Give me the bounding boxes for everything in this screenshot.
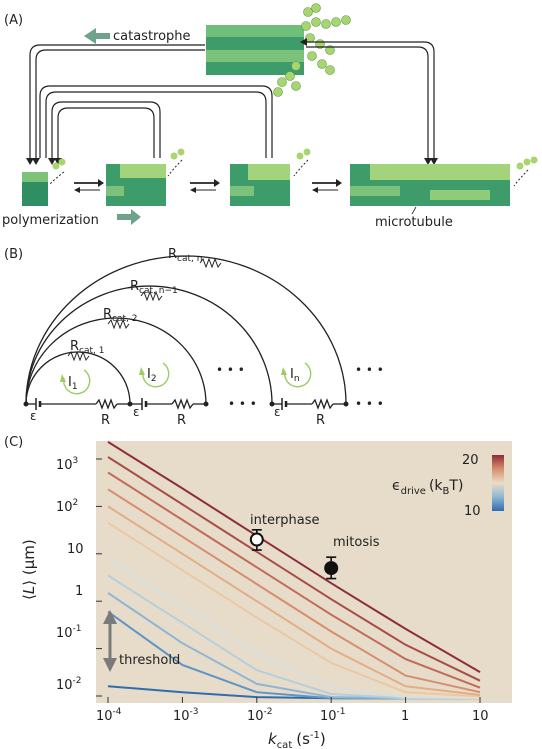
resistor-label-1: Rcat, 1 (70, 339, 105, 356)
ellipsis-upper-2: • • • (355, 363, 384, 377)
panel-c-label: (C) (4, 435, 23, 450)
plot-background (96, 441, 512, 703)
catastrophe-arrow-icon (84, 28, 110, 44)
equilibrium-arrows (74, 179, 342, 193)
microtubule-label: microtubule (375, 215, 453, 230)
current-loop-icons (63, 362, 312, 395)
ellipsis-lower-1: • • • (228, 397, 257, 411)
series-line-9 (107, 488, 481, 694)
tubulin-addition-arrows (49, 159, 529, 187)
xtick-label: 10-3 (173, 707, 199, 724)
microtubule-stage-2 (106, 148, 185, 206)
colorbar (492, 455, 504, 511)
series-line-6 (107, 539, 481, 699)
current-label-n: In (290, 367, 300, 384)
emf-label-n: ε (274, 405, 281, 419)
series-resistor-label-1: R (101, 413, 110, 428)
panel-a-label: (A) (4, 13, 23, 28)
ytick-label: 10-1 (56, 624, 82, 641)
x-axis-label: kcat(s-1) (268, 730, 326, 749)
ytick-label: 102 (56, 498, 78, 515)
polymerization-label: polymerization (2, 213, 99, 228)
series-line-5 (107, 557, 481, 700)
circuit-arcs (25, 255, 347, 405)
microtubule-stage-3 (230, 148, 311, 206)
current-loop-arrowheads (60, 367, 287, 382)
curves-group (107, 441, 481, 700)
ytick-label: 1 (75, 584, 83, 599)
resistor-label-2: Rcat, 2 (103, 307, 138, 324)
circuit-bottom-wire (26, 398, 346, 410)
threshold-label: threshold (119, 653, 180, 668)
xtick-label: 10-4 (96, 707, 122, 724)
series-line-10 (107, 471, 481, 689)
microtubule-stage-1 (22, 158, 66, 206)
current-label-2: I2 (147, 367, 157, 384)
catastrophe-label: catastrophe (113, 29, 191, 44)
emf-label-2: ε (133, 405, 140, 419)
interphase-point (249, 532, 264, 547)
resistor-label-n-minus-1: Rcat, n−1 (130, 279, 178, 296)
microtubule-stage-n (350, 156, 538, 206)
series-resistor-label-2: R (177, 413, 186, 428)
y-axis-label: ⟨L⟩ (μm) (20, 539, 38, 600)
axis-ticks (96, 458, 481, 703)
ellipsis-upper-1: • • • (216, 363, 245, 377)
panel-b-label: (B) (4, 247, 23, 262)
series-resistor-label-n: R (316, 413, 325, 428)
ytick-label: 103 (56, 456, 78, 473)
threshold-arrow-icon (103, 610, 117, 672)
xtick-label: 10-2 (247, 707, 273, 724)
current-label-1: I1 (68, 375, 78, 392)
series-line-11 (107, 456, 481, 682)
arc-resistors (67, 257, 222, 362)
xtick-label: 10 (472, 709, 489, 724)
resistor-label-n: Rcat, n (168, 247, 202, 264)
mitosis-point (324, 561, 339, 576)
ytick-label: 10-2 (56, 676, 82, 693)
ytick-label: 10 (67, 542, 84, 557)
colorbar-max: 20 (462, 453, 479, 468)
mitosis-label: mitosis (333, 535, 380, 550)
emf-label-1: ε (30, 409, 37, 423)
series-line-8 (107, 505, 481, 696)
circuit-nodes (23, 401, 349, 407)
catastrophe-microtubule (206, 3, 351, 97)
xtick-label: 10-1 (320, 707, 346, 724)
colorbar-label: ϵdrive(kBT) (392, 478, 463, 497)
polymerization-arrow-icon (117, 209, 141, 225)
catastrophe-feedback-arrows (29, 41, 435, 158)
series-line-7 (107, 521, 481, 698)
feedback-arrowheads (26, 38, 438, 165)
series-line-12 (107, 441, 481, 673)
colorbar-min: 10 (464, 504, 481, 519)
xtick-label: 1 (401, 709, 409, 724)
battery-icons (35, 398, 288, 410)
ellipsis-lower-2: • • • (355, 397, 384, 411)
data-points (249, 529, 339, 580)
interphase-label: interphase (250, 513, 320, 528)
